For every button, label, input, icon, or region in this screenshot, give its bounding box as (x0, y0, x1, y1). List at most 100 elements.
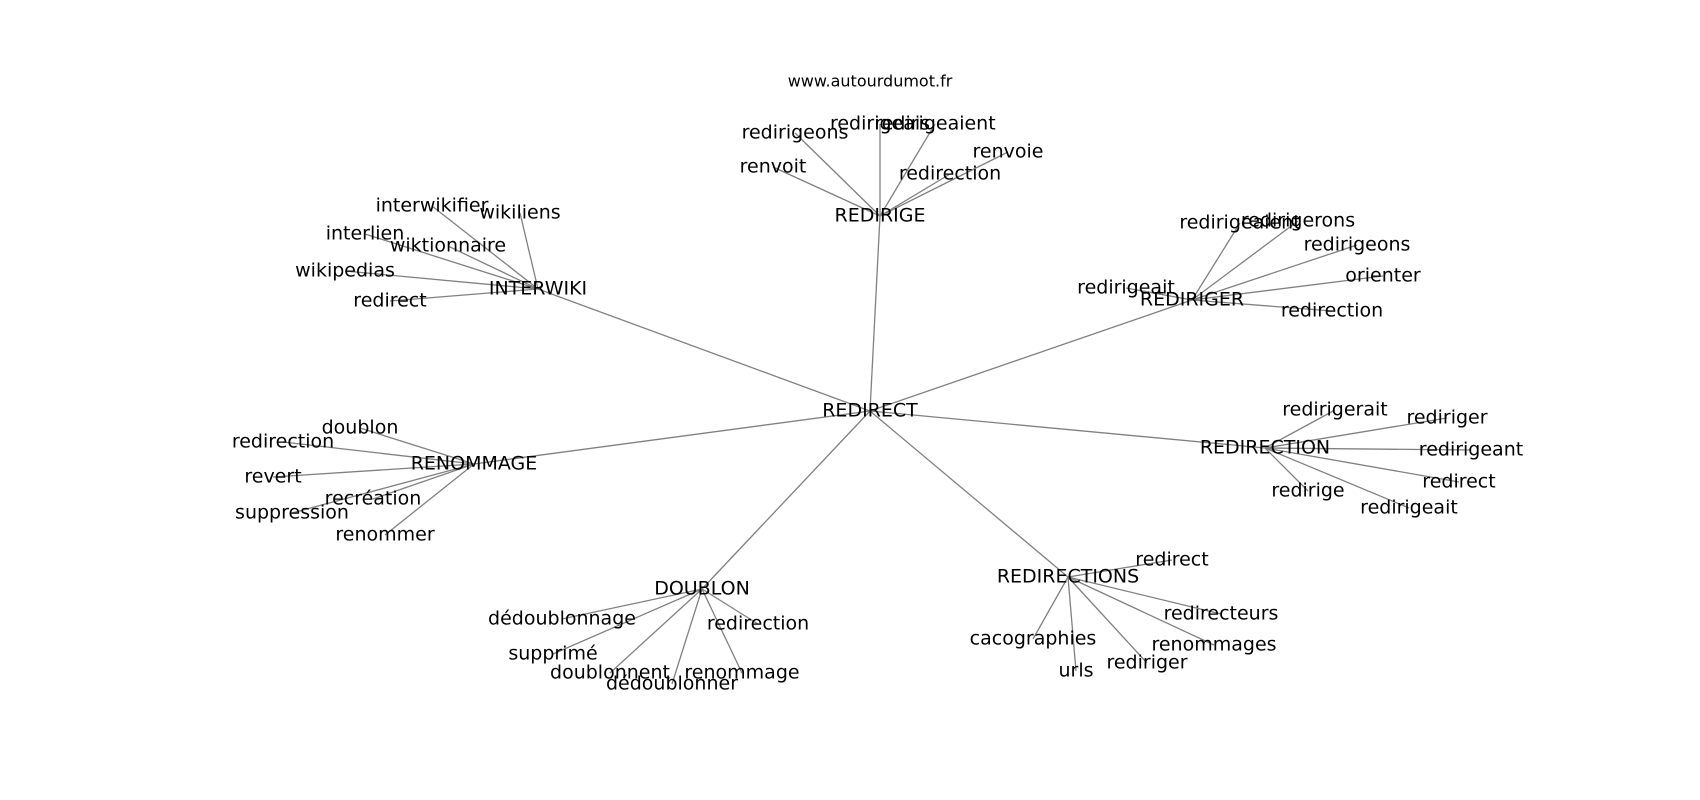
leaf-node-label: dédoublonnage (488, 608, 636, 630)
leaf-node-label: redirigeons (1304, 234, 1411, 256)
leaf-node-label: doublon (322, 417, 399, 439)
hub-node-label: DOUBLON (654, 578, 750, 600)
leaf-node-label: redirigeaient (874, 113, 995, 135)
edge-hub-leaf (1067, 576, 1222, 615)
edge-hub-leaf (1191, 220, 1299, 301)
graph-edges (272, 123, 1472, 685)
edge-hub-leaf (772, 166, 881, 217)
edge-hub-leaf (272, 463, 475, 478)
source-watermark: www.autourdumot.fr (788, 72, 953, 91)
leaf-node-label: redirection (899, 163, 1001, 185)
edge-hub-leaf (879, 151, 1009, 217)
leaf-node-label: redirigeait (1077, 277, 1175, 299)
leaf-node-label: redirigeait (1360, 497, 1458, 519)
edge-hub-leaf (561, 588, 703, 620)
leaf-node-label: redirect (1422, 471, 1495, 493)
leaf-node-label: rediriger (1106, 652, 1187, 674)
edge-hub-leaf (389, 288, 539, 302)
leaf-node-label: recréation (325, 488, 422, 510)
leaf-node-label: redirigeons (742, 122, 849, 144)
edge-hub-leaf (1264, 447, 1410, 509)
edge-hub-leaf (671, 588, 703, 685)
graph-nodes: redirigeonsredirigeaisredirigeaientrenvo… (232, 113, 1523, 695)
edge-hub-leaf (447, 245, 539, 290)
edge-hub-leaf (701, 588, 743, 674)
leaf-node-label: urls (1058, 660, 1093, 682)
edge-hub-leaf (552, 588, 703, 655)
leaf-node-label: redirigeaient (1179, 212, 1300, 234)
leaf-node-label: redirigeais (830, 113, 930, 135)
edge-hub-leaf (291, 463, 475, 514)
leaf-node-label: renommages (1151, 634, 1276, 656)
edge-hub-leaf (1067, 576, 1148, 664)
leaf-node-label: redirection (232, 431, 334, 453)
edge-hub-leaf (519, 212, 539, 290)
leaf-node-label: rediriger (1406, 407, 1487, 429)
edge-root-hub (473, 410, 871, 465)
edge-root-hub (869, 410, 1266, 449)
edge-hub-leaf (794, 132, 881, 217)
leaf-node-label: redirigerons (1241, 210, 1355, 232)
edge-hub-leaf (282, 441, 475, 465)
edge-hub-leaf (1191, 299, 1333, 312)
hub-node-label: REDIRIGE (835, 205, 926, 227)
edge-hub-leaf (1125, 287, 1193, 301)
leaf-node-label: suppression (235, 502, 349, 524)
leaf-node-label: redirigeant (1419, 439, 1523, 461)
leaf-node-label: dédoublonner (606, 673, 738, 695)
hub-node-label: REDIRIGER (1140, 289, 1244, 311)
edge-hub-leaf (384, 463, 475, 536)
edge-hub-leaf (1191, 244, 1358, 301)
leaf-node-label: orienter (1345, 265, 1421, 287)
leaf-node-label: redirection (1281, 300, 1383, 322)
edge-hub-leaf (879, 173, 951, 217)
edge-root-hub (869, 299, 1193, 412)
leaf-node-label: redirect (1135, 549, 1208, 571)
leaf-node-label: wikipedias (295, 260, 395, 282)
edge-hub-leaf (372, 463, 475, 500)
leaf-node-label: interlien (326, 223, 405, 245)
edge-hub-leaf (359, 427, 475, 465)
leaf-node-label: redirecteurs (1164, 603, 1279, 625)
edge-hub-leaf (879, 123, 936, 217)
edge-root-hub (701, 410, 871, 590)
leaf-node-label: renommage (684, 662, 799, 684)
edge-hub-leaf (1264, 447, 1460, 483)
leaf-node-label: redirection (707, 613, 809, 635)
root-node-label: REDIRECT (822, 400, 918, 422)
leaf-node-label: cacographies (970, 628, 1097, 650)
edge-hub-leaf (431, 205, 539, 290)
edge-hub-leaf (1067, 576, 1215, 646)
hub-node-label: INTERWIKI (489, 278, 587, 300)
leaf-node-label: renvoie (973, 141, 1044, 163)
hub-node-label: RENOMMAGE (411, 453, 538, 475)
edge-hub-leaf (1264, 417, 1448, 449)
edge-hub-leaf (1191, 275, 1384, 301)
hub-node-label: REDIRECTION (1200, 437, 1330, 459)
edge-hub-leaf (1264, 447, 1472, 451)
leaf-node-label: wikiliens (479, 202, 560, 224)
leaf-node-label: renvoit (740, 156, 807, 178)
leaf-node-label: revert (244, 466, 301, 488)
leaf-node-label: redirect (353, 290, 426, 312)
edge-hub-leaf (1067, 559, 1173, 578)
edge-hub-leaf (1191, 222, 1241, 301)
edge-hub-leaf (1032, 576, 1069, 640)
leaf-node-label: interwikifier (376, 195, 489, 217)
edge-hub-leaf (364, 233, 539, 290)
edge-hub-leaf (1264, 409, 1336, 449)
edge-root-hub (869, 215, 881, 412)
edge-root-hub (869, 410, 1069, 578)
leaf-node-label: redirigerait (1282, 399, 1387, 421)
leaf-node-label: redirige (1271, 480, 1344, 502)
leaf-node-label: wiktionnaire (390, 235, 506, 257)
leaf-node-label: doublonnent (550, 662, 670, 684)
hub-node-label: REDIRECTIONS (997, 566, 1139, 588)
edge-hub-leaf (1067, 576, 1077, 672)
leaf-node-label: supprimé (508, 643, 597, 665)
edge-hub-leaf (344, 270, 539, 290)
edge-hub-leaf (701, 588, 759, 625)
edge-hub-leaf (609, 588, 703, 674)
leaf-node-label: renommer (335, 524, 434, 546)
